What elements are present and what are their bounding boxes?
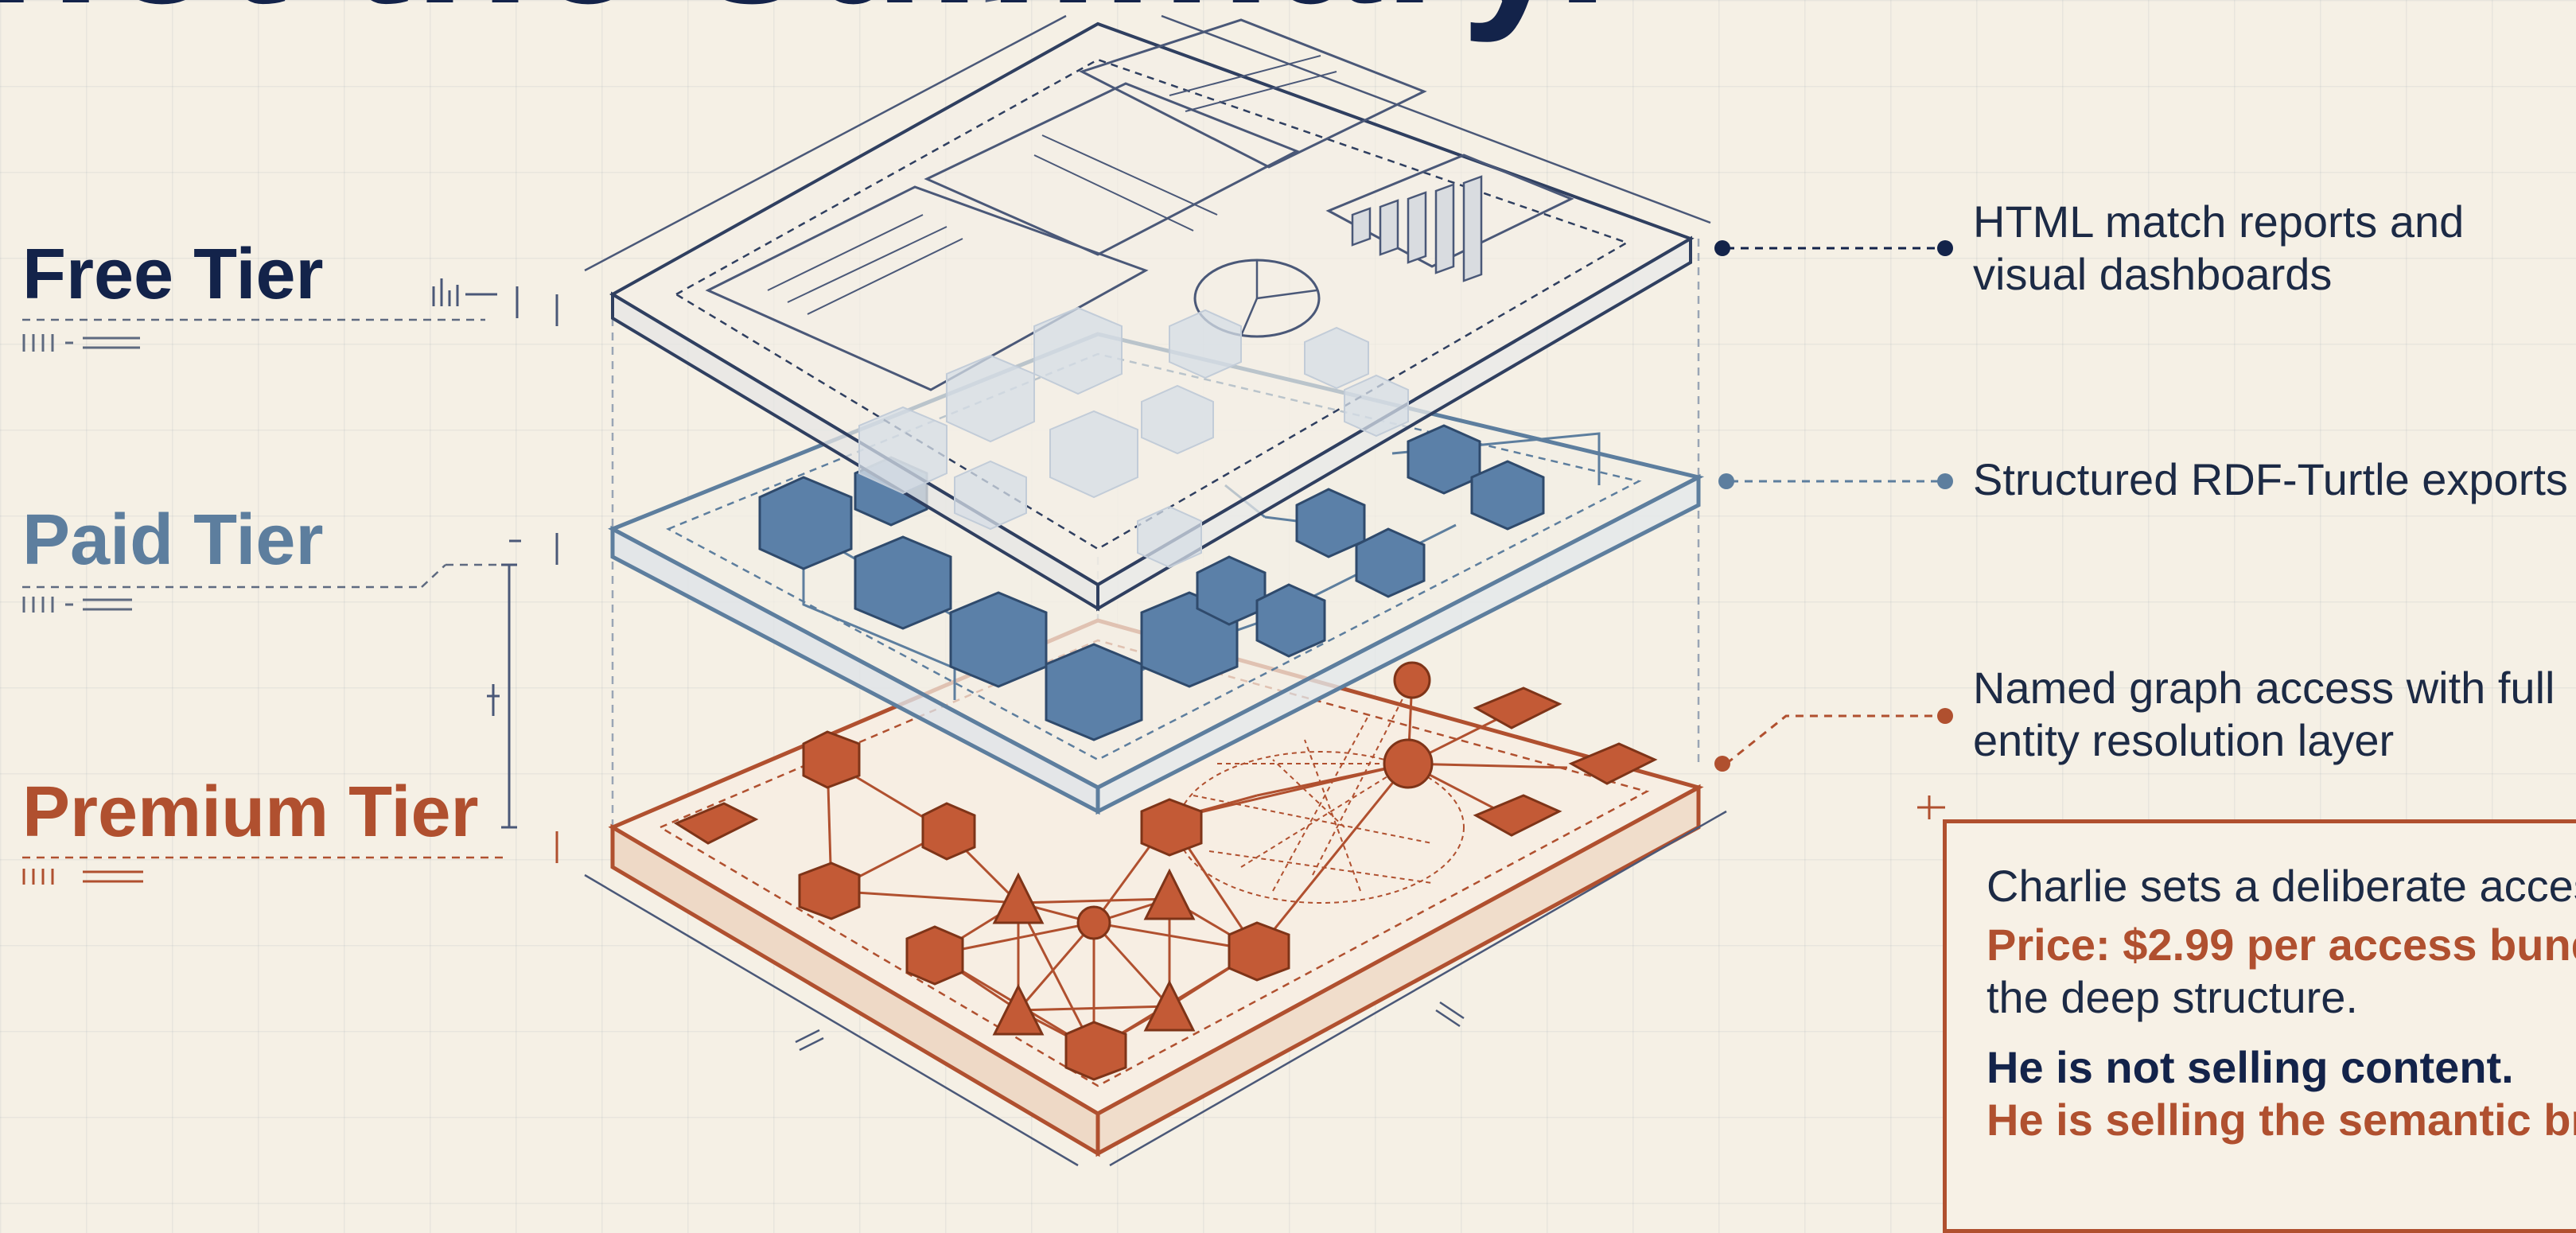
layered-tier-diagram xyxy=(22,0,1953,1167)
feature-leader-dots xyxy=(1714,240,1953,772)
premium-tier-label: Premium Tier xyxy=(22,772,479,852)
callout-not-selling: He is not selling content. xyxy=(1986,1042,2514,1092)
headline: not the summary. xyxy=(0,0,1613,32)
free-bar-chart xyxy=(1351,175,1483,282)
premium-layer-plate xyxy=(608,618,1704,1157)
callout-deep-structure: the deep structure. xyxy=(1986,972,2358,1022)
paid-nodes xyxy=(758,424,1545,741)
premium-nodes xyxy=(673,661,1658,1081)
feature-premium-line-2: entity resolution layer xyxy=(1973,715,2395,765)
free-dashboard-panels xyxy=(705,0,1574,391)
feature-paid-line-1: Structured RDF-Turtle exports xyxy=(1973,454,2568,504)
feature-premium: Named graph access with full entity reso… xyxy=(1973,662,2555,767)
callout-corner-mark xyxy=(1917,795,1945,819)
pricing-callout: Charlie sets a deliberate access Price: … xyxy=(1943,819,2576,1233)
feature-free: HTML match reports and visual dashboards xyxy=(1973,196,2464,301)
free-tier-label: Free Tier xyxy=(22,235,324,314)
callout-price: Price: $2.99 per access bund xyxy=(1986,920,2576,970)
feature-paid: Structured RDF-Turtle exports xyxy=(1973,453,2568,506)
feature-premium-line-1: Named graph access with full xyxy=(1973,663,2555,713)
tier-tick-marks xyxy=(22,334,143,885)
paid-tier-label: Paid Tier xyxy=(22,500,324,580)
callout-intro: Charlie sets a deliberate access xyxy=(1986,861,2576,911)
feature-free-line-1: HTML match reports and xyxy=(1973,196,2465,247)
dimension-marks xyxy=(432,14,1727,1167)
tier-guide-lines xyxy=(22,318,509,859)
feature-free-line-2: visual dashboards xyxy=(1973,249,2333,299)
callout-selling: He is selling the semantic bri xyxy=(1986,1095,2576,1145)
premium-dotted-cluster xyxy=(1177,679,1465,904)
free-ghost-cubes xyxy=(858,306,1409,569)
feature-leaders xyxy=(1726,247,1941,765)
